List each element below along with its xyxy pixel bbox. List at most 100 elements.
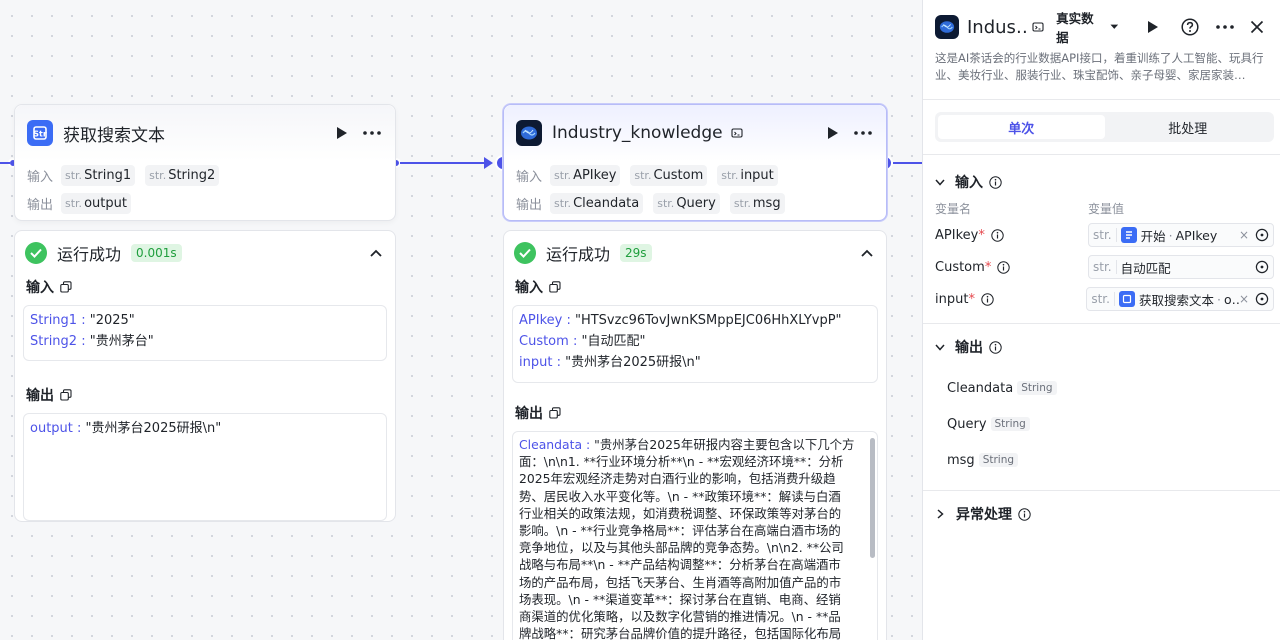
node-get-search-text[interactable]: Str 获取搜索文本 输入 str.String1 str.String2 输出… xyxy=(14,104,396,221)
brain-icon xyxy=(935,15,959,39)
output-section-header[interactable]: 输出 xyxy=(923,334,1280,360)
panel-header: Indus… 真实数据 xyxy=(923,0,1280,54)
divider xyxy=(923,323,1280,324)
variable-select-icon[interactable] xyxy=(1255,292,1269,306)
node-industry-knowledge[interactable]: Industry_knowledge 输入 str.APIkey str.Cus… xyxy=(503,104,887,221)
kv-line: String1 : "2025" xyxy=(30,313,135,328)
success-check-icon xyxy=(514,242,536,264)
output-line: 场表现。\n - **渠道变革**：探讨茅台在直销、电商、经销 xyxy=(519,591,841,607)
info-icon[interactable] xyxy=(989,340,1002,354)
kv-line: output : "贵州茅台2025研报\n" xyxy=(30,421,222,436)
play-icon[interactable] xyxy=(822,122,844,144)
play-icon[interactable] xyxy=(1142,16,1163,38)
result1-input-title: 输入 xyxy=(15,275,395,299)
input-tag: str.String1 xyxy=(61,164,136,186)
more-icon[interactable] xyxy=(1214,16,1235,38)
run-mode-tabs: 单次 批处理 xyxy=(935,112,1274,142)
variable-name: Custom* xyxy=(935,260,1088,275)
variable-reference: 获取搜索文本·o… xyxy=(1118,290,1239,309)
result2-input-title: 输入 xyxy=(504,275,886,299)
variable-value-field[interactable]: str. 获取搜索文本·o… × xyxy=(1086,287,1274,311)
close-icon[interactable] xyxy=(1247,16,1268,38)
exception-section-header[interactable]: 异常处理 xyxy=(923,501,1280,527)
input-tag: str.String2 xyxy=(145,164,220,186)
input-tag: str.APIkey xyxy=(550,164,621,186)
result1-header[interactable]: 运行成功 0.001s xyxy=(15,231,395,275)
col-variable-value: 变量值 xyxy=(1088,201,1125,216)
workflow-canvas[interactable]: Str 获取搜索文本 输入 str.String1 str.String2 输出… xyxy=(0,0,922,640)
copy-icon[interactable] xyxy=(549,407,561,419)
result2-output-title: 输出 xyxy=(504,401,886,425)
node2-output-row: 输出 str.Cleandata str.Query str.msg xyxy=(504,189,886,217)
more-icon[interactable] xyxy=(852,122,874,144)
divider xyxy=(923,154,1280,155)
text-process-icon: Str xyxy=(27,120,53,146)
type-badge: String xyxy=(1017,381,1057,395)
edge-node1-to-node2 xyxy=(400,162,486,164)
tab-single[interactable]: 单次 xyxy=(938,115,1105,139)
kv-line: String2 : "贵州茅台" xyxy=(30,334,154,349)
kv-line: input : "贵州茅台2025研报\n" xyxy=(519,355,701,370)
variable-name: input* xyxy=(935,292,1086,307)
edge-prev-to-node1 xyxy=(0,162,10,164)
panel-description: 这是AI茶话会的行业数据API接口，着重训练了人工智能、玩具行业、美妆行业、服装… xyxy=(935,51,1264,82)
output-variable-row: Cleandata String xyxy=(923,370,1280,406)
variable-value-field[interactable]: str. 自动匹配 xyxy=(1088,255,1274,279)
output-label: 输出 xyxy=(516,197,543,213)
output-variable-name: Cleandata xyxy=(947,380,1014,396)
output-variable-name: Query xyxy=(947,416,987,432)
variable-name: APIkey* xyxy=(935,228,1088,243)
info-icon[interactable] xyxy=(997,260,1011,274)
output-line: 竞争地位，以及与其他头部品牌的竞争态势。\n\n2. **公司 xyxy=(519,540,844,556)
play-icon[interactable] xyxy=(331,122,353,144)
node2-header: Industry_knowledge xyxy=(504,105,886,161)
chevron-down-icon xyxy=(935,179,945,186)
copy-icon[interactable] xyxy=(60,389,72,401)
copy-icon[interactable] xyxy=(60,281,72,293)
result1-output-box: output : "贵州茅台2025研报\n" xyxy=(23,413,387,521)
chevron-down-icon xyxy=(935,344,945,351)
variable-select-icon[interactable] xyxy=(1255,228,1269,242)
scrollbar[interactable] xyxy=(870,438,875,558)
input-tag: str.input xyxy=(717,164,778,186)
type-badge: String xyxy=(978,453,1019,467)
data-mode-select[interactable]: 真实数据 xyxy=(1056,8,1118,46)
help-icon[interactable] xyxy=(1179,16,1200,38)
col-variable-name: 变量名 xyxy=(935,201,972,216)
info-icon[interactable] xyxy=(1018,507,1031,521)
tab-batch[interactable]: 批处理 xyxy=(1168,121,1208,137)
variable-value-field[interactable]: str. 开始·APIkey × xyxy=(1088,223,1274,247)
output-line: 商渠道的优化策略，以及数字化营销的推进情况。\n - **品 xyxy=(519,609,841,625)
result2-output-box[interactable]: Cleandata : "贵州茅台2025年研报内容主要包含以下几个方 面：\n… xyxy=(512,431,878,640)
clear-icon[interactable]: × xyxy=(1238,292,1249,306)
input-label: 输入 xyxy=(27,169,54,185)
variable-reference: 开始·APIkey xyxy=(1120,226,1217,245)
success-check-icon xyxy=(25,242,47,264)
variable-row-input: input* str. 获取搜索文本·o… × xyxy=(923,283,1280,315)
info-icon[interactable] xyxy=(981,292,994,306)
plugin-badge-icon xyxy=(731,127,743,139)
output-line: Cleandata : "贵州茅台2025年研报内容主要包含以下几个方 xyxy=(519,437,855,452)
variable-select-icon[interactable] xyxy=(1255,260,1269,274)
clear-icon[interactable]: × xyxy=(1238,228,1249,242)
output-label: 输出 xyxy=(27,197,54,213)
collapse-chevron-icon[interactable] xyxy=(367,244,385,262)
result2-input-box: APIkey : "HTSvzc96TovJwnKSMppEJC06HhXLYv… xyxy=(512,305,878,383)
node2-input-row: 输入 str.APIkey str.Custom str.input xyxy=(504,161,886,189)
output-tag: str.msg xyxy=(729,192,785,214)
more-icon[interactable] xyxy=(361,122,383,144)
input-section-header[interactable]: 输入 xyxy=(923,169,1280,195)
result2-header[interactable]: 运行成功 29s xyxy=(504,231,886,275)
run-status: 运行成功 xyxy=(546,245,611,264)
plugin-badge-icon xyxy=(1032,21,1044,33)
info-icon[interactable] xyxy=(989,175,1002,189)
node1-run-result: 运行成功 0.001s 输入 String1 : "2025" String2 … xyxy=(14,230,396,522)
input-tag: str.Custom xyxy=(630,164,708,186)
kv-line: Custom : "自动匹配" xyxy=(519,334,646,349)
panel-title[interactable]: Indus… xyxy=(967,16,1026,38)
node2-title: Industry_knowledge xyxy=(552,123,723,143)
run-time-badge: 0.001s xyxy=(131,244,182,262)
info-icon[interactable] xyxy=(991,228,1004,242)
copy-icon[interactable] xyxy=(549,281,561,293)
collapse-chevron-icon[interactable] xyxy=(858,244,876,262)
